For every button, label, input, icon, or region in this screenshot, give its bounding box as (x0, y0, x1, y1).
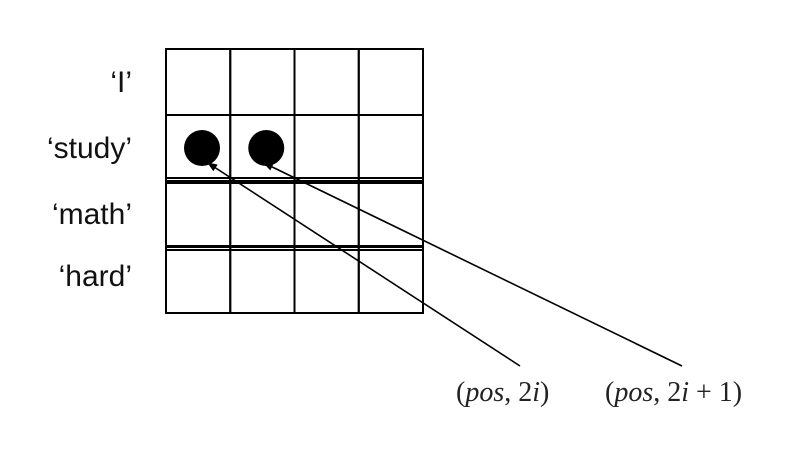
row-label-hard: ‘hard’ (59, 260, 132, 293)
grid-cell (293, 180, 360, 248)
arrow-odd-dimension (263, 162, 683, 367)
marked-dimensions (184, 130, 285, 166)
embedding-grid (165, 48, 424, 314)
grid-cell (357, 48, 424, 116)
grid-cell (357, 246, 424, 314)
annotation-even-dimension: (pos, 2i) (456, 377, 549, 408)
annotation-odd-dimension: (pos, 2i + 1) (605, 377, 742, 408)
marked-dot (184, 130, 220, 166)
grid-cell (165, 246, 232, 314)
grid-cell (229, 246, 296, 314)
grid-cell (293, 114, 360, 182)
annotation-arrows (207, 162, 683, 367)
grid-cell (165, 180, 232, 248)
row-label-study: ‘study’ (47, 132, 132, 165)
marked-dot (248, 130, 285, 166)
row-label-i: ‘I’ (110, 66, 132, 99)
grid-cell (229, 180, 296, 248)
grid-cell (229, 48, 296, 116)
arrow-even-dimension (207, 162, 521, 367)
row-labels: ‘I’ ‘study’ ‘math’ ‘hard’ (47, 66, 132, 293)
grid-cell (293, 48, 360, 116)
grid-cell (165, 48, 232, 116)
grid-cell (293, 246, 360, 314)
row-label-math: ‘math’ (52, 198, 132, 231)
grid-cell (357, 114, 424, 182)
